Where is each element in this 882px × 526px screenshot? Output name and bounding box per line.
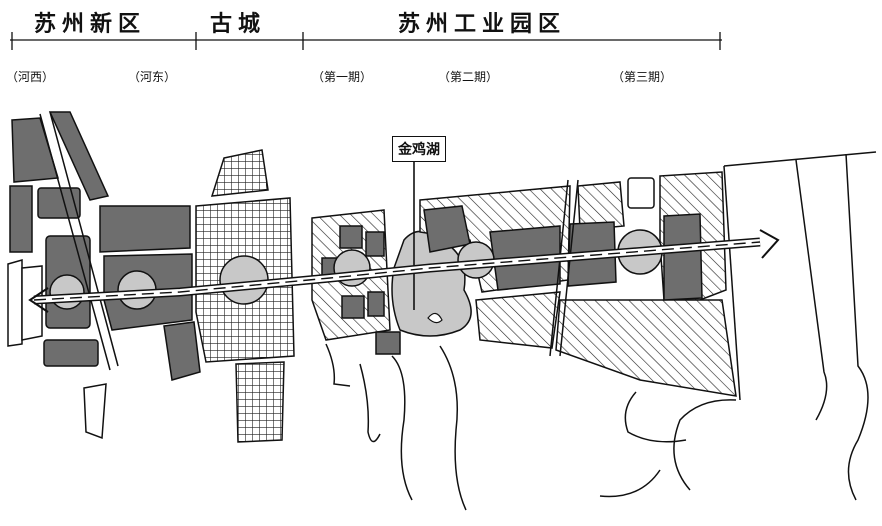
label-new-district: 苏州新区 [34,12,147,37]
label-old-city: 古城 [210,12,267,37]
new-district-outlines [7,259,107,440]
axis-arrow-west-icon [28,287,49,313]
label-phase1: （第一期） [312,70,373,84]
axis-arrow-east-icon [759,229,780,259]
park-small-plot [627,177,655,209]
central-axis [33,237,761,305]
label-hedong: （河东） [128,70,177,84]
park-roads [549,179,579,357]
label-industrial-park: 苏州工业园区 [398,12,567,37]
label-hexi: （河西） [6,70,55,84]
eastern-outline [325,151,877,511]
label-jinji-lake: 金鸡湖 [392,136,446,162]
new-district-blocks [9,111,201,381]
new-district-road [39,111,119,371]
label-phase2: （第二期） [438,70,499,84]
label-phase3: （第三期） [612,70,673,84]
lake-island [427,312,443,324]
district-extent-bar [10,32,722,50]
